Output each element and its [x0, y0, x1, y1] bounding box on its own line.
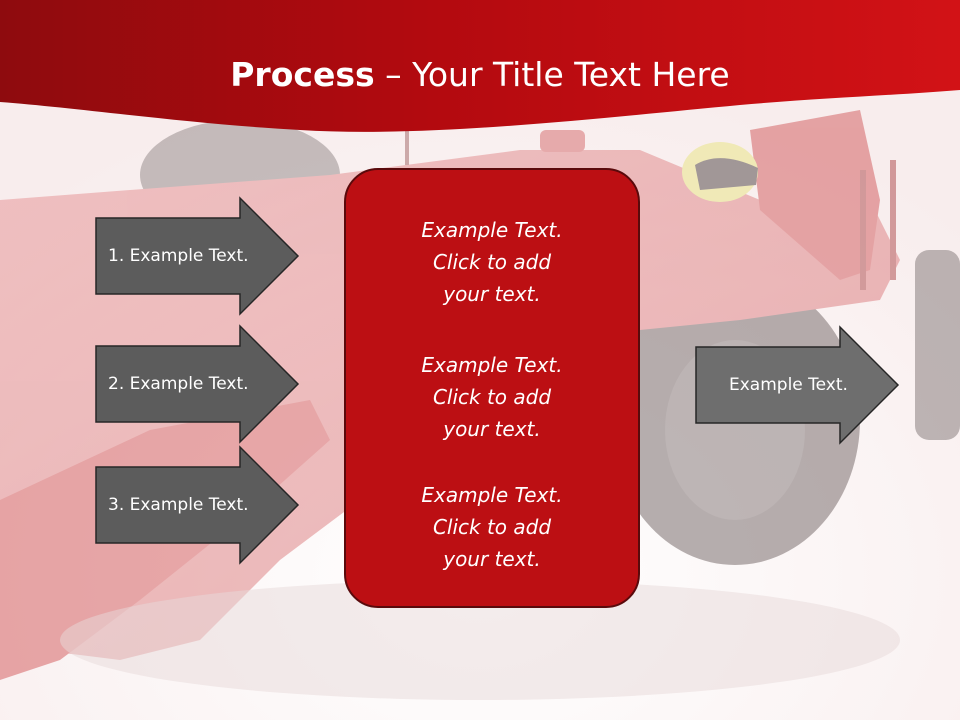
- left-arrow-1-label: 1. Example Text.: [108, 246, 249, 266]
- center-text-line: Example Text.: [421, 483, 563, 507]
- arrow-shape: [95, 196, 300, 316]
- left-arrow-3[interactable]: 3. Example Text.: [95, 445, 305, 565]
- slide-title[interactable]: Process – Your Title Text Here: [0, 52, 960, 98]
- title-dash: –: [374, 55, 413, 94]
- left-arrow-1[interactable]: 1. Example Text.: [95, 196, 305, 316]
- left-arrow-3-label: 3. Example Text.: [108, 495, 249, 515]
- left-arrow-2[interactable]: 2. Example Text.: [95, 324, 305, 444]
- title-rest-text: Your Title Text Here: [412, 55, 730, 94]
- center-text-line: Click to add: [432, 385, 552, 409]
- left-arrow-2-label: 2. Example Text.: [108, 374, 249, 394]
- center-text-block-1: Example Text. Click to add your text.: [346, 214, 638, 310]
- center-text-box[interactable]: Example Text. Click to add your text. Ex…: [344, 168, 640, 608]
- center-text-line: Example Text.: [421, 218, 563, 242]
- center-text-line: your text.: [443, 417, 541, 441]
- arrow-shape: [695, 325, 900, 445]
- right-arrow[interactable]: Example Text.: [695, 325, 905, 445]
- right-arrow-label: Example Text.: [729, 375, 848, 395]
- center-text-line: Example Text.: [421, 353, 563, 377]
- center-text-line: your text.: [443, 282, 541, 306]
- title-bold-text: Process: [230, 55, 375, 94]
- center-text-block-2: Example Text. Click to add your text.: [346, 349, 638, 445]
- arrow-shape: [95, 324, 300, 444]
- center-text-block-3: Example Text. Click to add your text.: [346, 479, 638, 575]
- center-text-line: Click to add: [432, 515, 552, 539]
- arrow-shape: [95, 445, 300, 565]
- center-text-line: your text.: [443, 547, 541, 571]
- center-text-line: Click to add: [432, 250, 552, 274]
